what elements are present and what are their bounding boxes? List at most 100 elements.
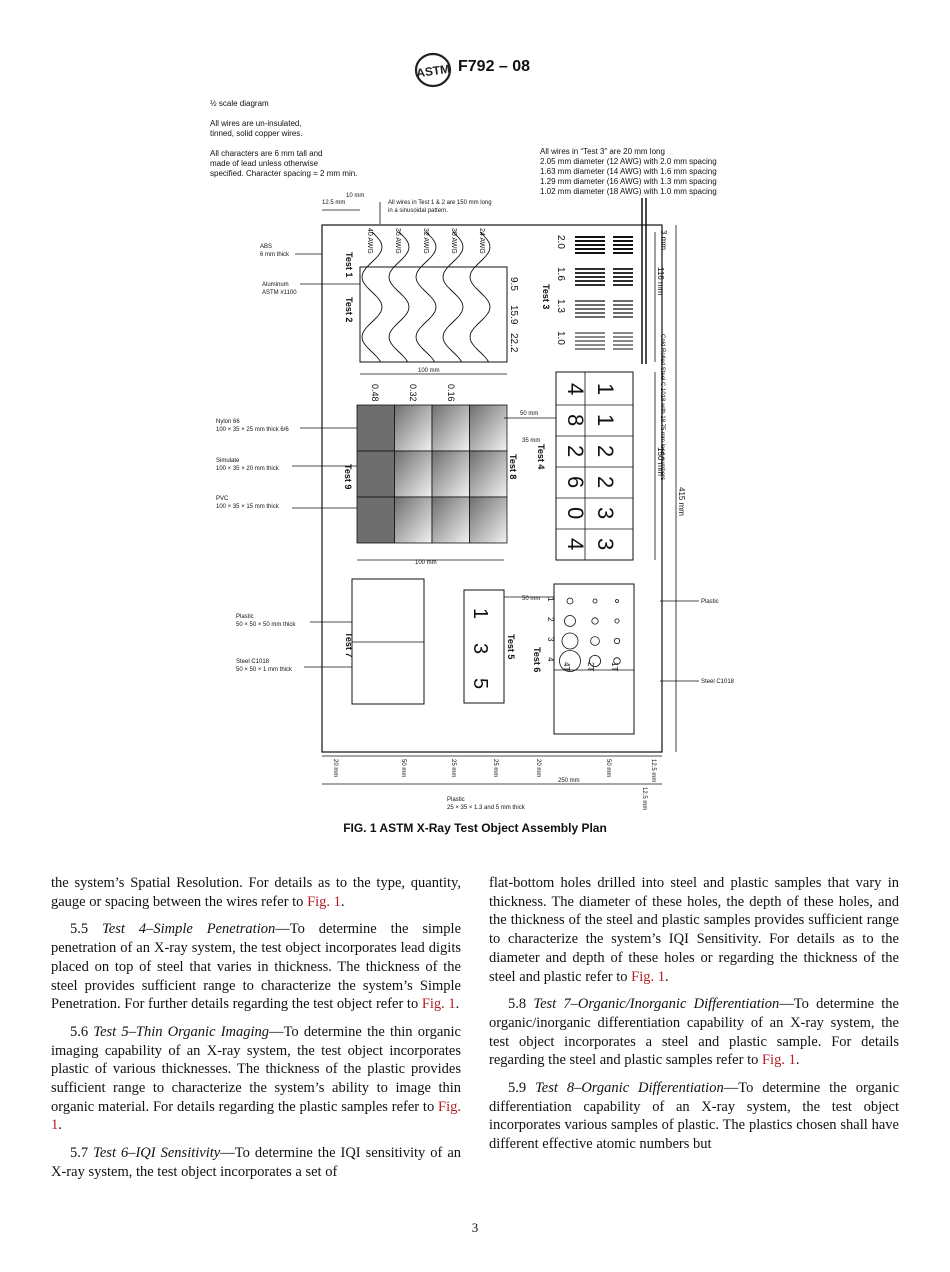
dimension-label: 50 mm xyxy=(605,759,611,777)
dimension-label: 12.5 mm xyxy=(322,200,345,206)
section-title: Test 4–Simple Penetration xyxy=(102,921,276,938)
dimension-label: 12.5 mm xyxy=(641,787,647,810)
material-label: PVC xyxy=(216,496,229,502)
section-title: Test 5–Thin Organic Imaging xyxy=(93,1023,270,1040)
material-label: Steel C1018 xyxy=(701,679,735,685)
note-characters: made of lead unless otherwise xyxy=(210,159,319,168)
dimension-label: 100 mm xyxy=(415,560,437,566)
test-label: Test 5 xyxy=(506,634,516,659)
section-title: Test 6–IQI Sensitivity xyxy=(93,1145,221,1162)
row-label: 4 xyxy=(546,657,555,662)
hole-marker xyxy=(592,598,598,604)
material-label: Nylon 66 xyxy=(216,419,240,425)
fig-1-link[interactable]: Fig. 1 xyxy=(421,996,456,1013)
row-label: 2 xyxy=(546,617,555,622)
hole-marker xyxy=(566,597,574,605)
material-label: 100 × 35 × 15 mm thick xyxy=(216,504,280,510)
hole-marker xyxy=(559,650,581,672)
lead-digit: 1 xyxy=(593,383,618,395)
thickness-value: 22.2 xyxy=(508,333,519,353)
section-number: 5.9 xyxy=(508,1080,527,1097)
test-label: Test 3 xyxy=(541,284,551,309)
svg-text:ASTM: ASTM xyxy=(415,62,451,81)
dimension-label: 50 mm xyxy=(520,411,538,417)
lead-digit: 0 xyxy=(563,507,588,519)
material-label: Plastic xyxy=(447,797,465,803)
sinusoidal-wire xyxy=(361,231,383,363)
paragraph-text: the system’s Spatial Resolution. For det… xyxy=(51,875,461,910)
lead-digit: 8 xyxy=(563,414,588,426)
material-label: ABS xyxy=(260,244,272,250)
linepair-label: 1.3 xyxy=(555,299,566,313)
lead-digit: 3 xyxy=(593,538,618,550)
paragraph-text: —To determine the thin organic imaging c… xyxy=(51,1023,461,1115)
column-label: 4T xyxy=(562,662,571,671)
fig-1-link[interactable]: Fig. 1 xyxy=(307,893,341,910)
dimension-label: 10 mm xyxy=(346,193,364,199)
sinusoidal-wire xyxy=(415,231,437,363)
section-number: 5.6 xyxy=(70,1023,89,1040)
column-label: 2T xyxy=(586,662,595,671)
material-label: Plastic xyxy=(236,614,254,620)
page-header: ASTM F792 – 08 xyxy=(0,50,950,88)
dimension-label: 25 mm xyxy=(450,759,456,777)
awg-label: 40 AWG xyxy=(366,228,373,254)
paragraph-5-9: 5.9 Test 8–Organic Differentiation—To de… xyxy=(489,1079,899,1154)
step-wedge-cell xyxy=(394,450,433,498)
paragraph-5-8: 5.8 Test 7–Organic/Inorganic Differentia… xyxy=(489,996,899,1069)
test-label: Test 1 xyxy=(344,252,354,277)
paragraph-iqi-continued: flat-bottom holes drilled into steel and… xyxy=(489,875,899,985)
test6-box xyxy=(553,583,635,735)
section-title: Test 8–Organic Differentiation xyxy=(535,1080,724,1097)
hole-marker xyxy=(588,655,601,668)
lead-digit: 2 xyxy=(593,445,618,457)
dimension-label: 50 mm xyxy=(400,759,406,777)
paragraph-5-5: 5.5 Test 4–Simple Penetration—To determi… xyxy=(51,921,462,1013)
lead-digit: 3 xyxy=(593,507,618,519)
step-wedge-cell xyxy=(431,404,470,452)
astm-logo-icon: ASTM xyxy=(414,52,452,88)
note-test3: 1.29 mm diameter (16 AWG) with 1.3 mm sp… xyxy=(540,177,717,186)
dimension-label: 415 mm xyxy=(677,487,686,516)
hole-marker xyxy=(613,657,621,665)
step-wedge-cell xyxy=(394,496,433,544)
note-test3: 1.63 mm diameter (14 AWG) with 1.6 mm sp… xyxy=(540,167,717,176)
right-column: flat-bottom holes drilled into steel and… xyxy=(489,874,899,1163)
figure-caption: FIG. 1 ASTM X-Ray Test Object Assembly P… xyxy=(343,821,607,835)
test-label: Test 6 xyxy=(532,647,542,672)
test-label: Test 9 xyxy=(343,464,353,489)
test7-block xyxy=(351,578,425,705)
dimension-label: 35 mm xyxy=(522,438,540,444)
paragraph-text: —To determine the organic differentiatio… xyxy=(489,1080,900,1153)
section-title: Test 7–Organic/Inorganic Differentiation xyxy=(533,996,780,1013)
awg-label: 30 AWG xyxy=(450,228,457,254)
thickness-value: 9.5 xyxy=(508,277,519,291)
section-number: 5.7 xyxy=(70,1145,89,1162)
hole-marker xyxy=(615,599,619,603)
fig-1-link[interactable]: Fig. 1 xyxy=(51,1098,462,1134)
test5-box xyxy=(463,589,505,704)
fig-1-link[interactable]: Fig. 1 xyxy=(631,968,665,985)
dimension-label: 250 mm xyxy=(558,778,580,784)
sinusoidal-wire xyxy=(469,231,491,363)
material-label: 25 × 35 × 1.3 and 5 mm thick xyxy=(447,805,526,811)
paragraph-spatial-resolution: the system’s Spatial Resolution. For det… xyxy=(51,875,461,910)
step-value: 0.32 xyxy=(408,384,418,402)
step-wedge-cell xyxy=(394,404,433,452)
note-sinusoidal: in a sinusoidal pattern. xyxy=(388,208,448,214)
lead-digit: 6 xyxy=(563,476,588,488)
linepair-label: 2.0 xyxy=(555,235,566,249)
step-wedge-cell xyxy=(356,404,395,452)
note-characters: All characters are 6 mm tall and xyxy=(210,149,323,158)
step-value: 0.16 xyxy=(446,384,456,402)
hole-marker xyxy=(614,618,620,624)
hole-marker xyxy=(613,637,621,645)
step-wedge-cell xyxy=(469,450,508,498)
note-sinusoidal: All wires in Test 1 & 2 are 150 mm long xyxy=(388,200,492,206)
test4-box xyxy=(555,371,634,561)
row-label: 3 xyxy=(546,637,555,642)
fig-1-link[interactable]: Fig. 1 xyxy=(761,1052,796,1069)
material-label: Steel C1018 xyxy=(236,659,270,665)
